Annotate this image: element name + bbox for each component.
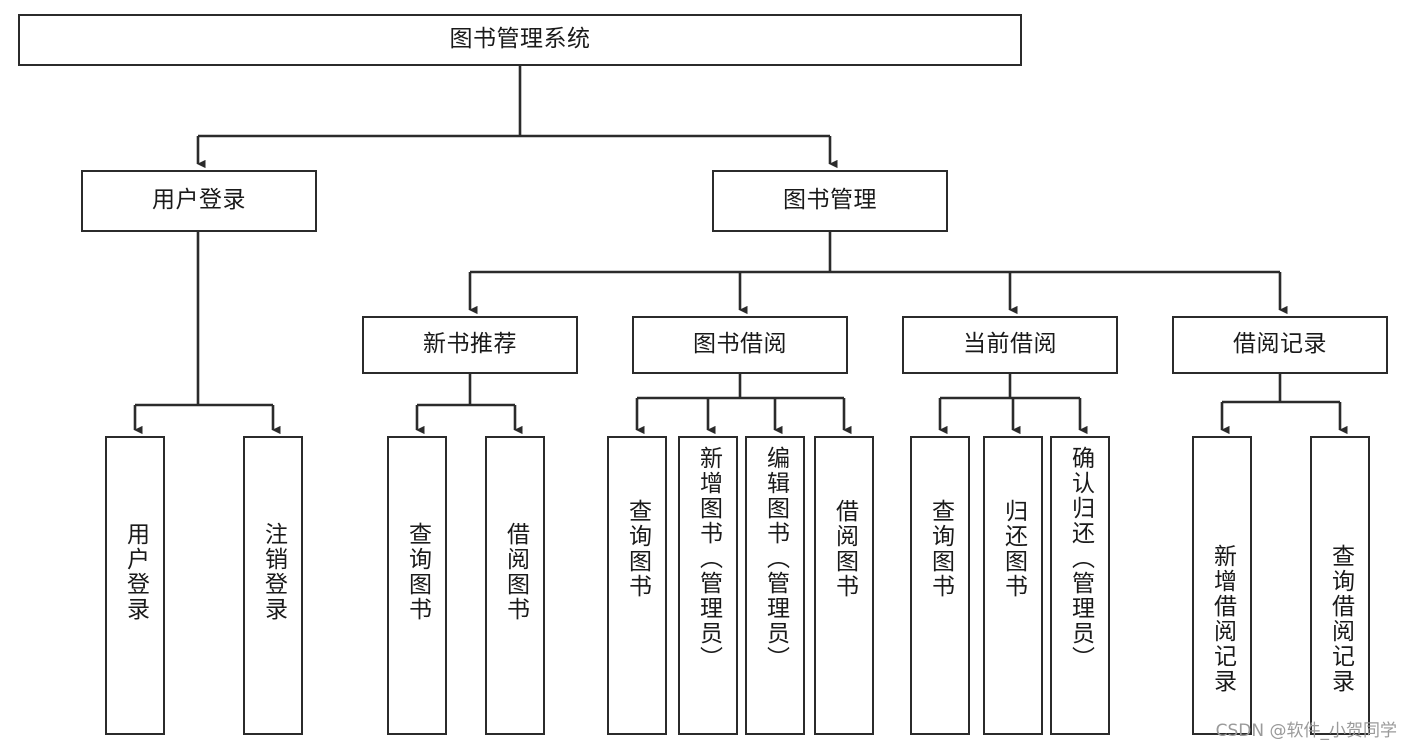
node-new-book-rec[interactable]: 新书推荐 xyxy=(362,316,578,374)
node-label: 用户登录 xyxy=(152,187,246,214)
node-label: 查询图书 xyxy=(927,499,954,599)
node-label: 查询借阅记录 xyxy=(1327,544,1354,694)
node-current-borrow[interactable]: 当前借阅 xyxy=(902,316,1118,374)
node-leaf-user-login[interactable]: 用户登录 xyxy=(105,436,165,735)
node-label: 借阅图书 xyxy=(502,522,529,622)
node-borrow-record[interactable]: 借阅记录 xyxy=(1172,316,1388,374)
node-label: 借阅记录 xyxy=(1233,331,1327,358)
node-label: 图书借阅 xyxy=(693,331,787,358)
node-leaf-query-book-1[interactable]: 查询图书 xyxy=(387,436,447,735)
node-book-manage[interactable]: 图书管理 xyxy=(712,170,948,232)
node-label: 查询图书 xyxy=(624,499,651,599)
node-leaf-confirm-return[interactable]: 确认归还（管理员） xyxy=(1050,436,1110,735)
node-label: 新增借阅记录 xyxy=(1209,544,1236,694)
node-label: 新书推荐 xyxy=(423,331,517,358)
node-root-system[interactable]: 图书管理系统 xyxy=(18,14,1022,66)
node-leaf-add-book[interactable]: 新增图书（管理员） xyxy=(678,436,738,735)
node-label: 当前借阅 xyxy=(963,331,1057,358)
node-label: 查询图书 xyxy=(404,522,431,622)
node-label: 新增图书（管理员） xyxy=(695,446,722,671)
node-leaf-user-logout[interactable]: 注销登录 xyxy=(243,436,303,735)
node-book-borrow[interactable]: 图书借阅 xyxy=(632,316,848,374)
node-label: 归还图书 xyxy=(1000,499,1027,599)
node-leaf-borrow-book-2[interactable]: 借阅图书 xyxy=(814,436,874,735)
node-leaf-query-book-2[interactable]: 查询图书 xyxy=(607,436,667,735)
node-label: 用户登录 xyxy=(122,522,149,622)
node-leaf-return-book[interactable]: 归还图书 xyxy=(983,436,1043,735)
node-label: 注销登录 xyxy=(260,522,287,622)
node-user-login[interactable]: 用户登录 xyxy=(81,170,317,232)
node-label: 图书管理系统 xyxy=(449,26,591,53)
node-leaf-add-record[interactable]: 新增借阅记录 xyxy=(1192,436,1252,735)
node-label: 编辑图书（管理员） xyxy=(762,446,789,671)
node-leaf-query-record[interactable]: 查询借阅记录 xyxy=(1310,436,1370,735)
node-label: 确认归还（管理员） xyxy=(1067,446,1094,671)
node-label: 图书管理 xyxy=(783,187,877,214)
node-leaf-borrow-book-1[interactable]: 借阅图书 xyxy=(485,436,545,735)
node-leaf-edit-book[interactable]: 编辑图书（管理员） xyxy=(745,436,805,735)
node-label: 借阅图书 xyxy=(831,499,858,599)
node-leaf-query-book-3[interactable]: 查询图书 xyxy=(910,436,970,735)
